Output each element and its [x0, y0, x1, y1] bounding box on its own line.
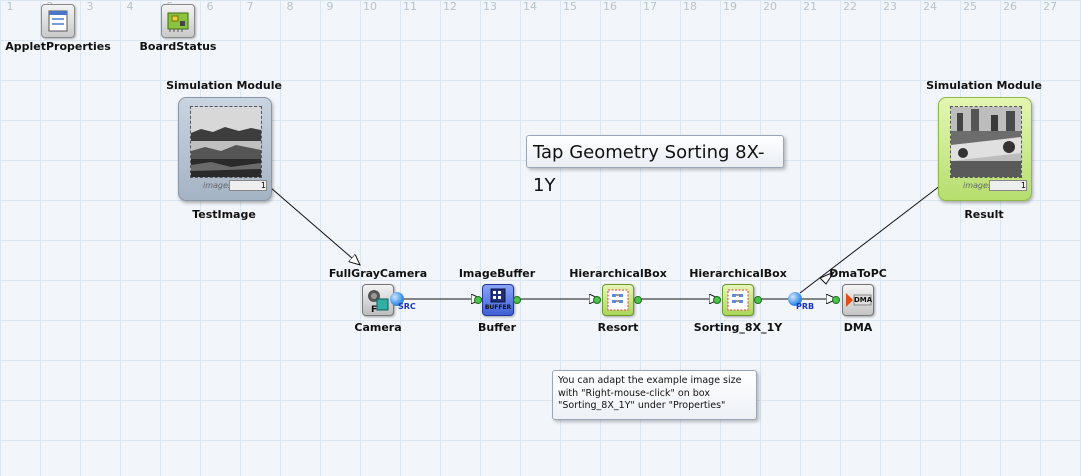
sorting-name-label: Sorting_8X_1Y — [693, 321, 783, 334]
hint-note-line: You can adapt the example image size — [558, 375, 742, 386]
resort-box[interactable] — [602, 284, 634, 316]
applet-properties-label: AppletProperties — [5, 40, 111, 53]
sorting-type-label: HierarchicalBox — [689, 267, 787, 280]
buffer-icon-text: BUFFER — [484, 304, 512, 311]
camera-src-port[interactable] — [390, 292, 404, 306]
column-number: 27 — [1043, 0, 1057, 13]
column-number: 23 — [883, 0, 897, 13]
sim-input-counter: 1 — [229, 180, 267, 191]
svg-text:F: F — [371, 305, 377, 315]
column-number: 21 — [803, 0, 817, 13]
camera-operator-icon: F — [368, 290, 389, 315]
resort-output-port[interactable] — [634, 296, 642, 304]
column-number: 7 — [246, 0, 254, 13]
column-number: 3 — [86, 0, 94, 13]
hint-note-line: "Sorting_8X_1Y" under "Properties" — [558, 400, 726, 411]
camera-operator[interactable]: F — [362, 284, 394, 316]
hierarchical-box-icon — [727, 289, 749, 311]
column-number: 26 — [1003, 0, 1017, 13]
column-number: 17 — [643, 0, 657, 13]
board-status-label: BoardStatus — [139, 40, 217, 53]
hierarchical-box-icon — [607, 289, 629, 311]
dma-prb-port[interactable] — [788, 292, 802, 306]
column-number: 19 — [723, 0, 737, 13]
column-number: 20 — [763, 0, 777, 13]
sorting-box[interactable] — [722, 284, 754, 316]
column-number: 4 — [126, 0, 134, 13]
column-number: 18 — [683, 0, 697, 13]
sim-module-output[interactable]: images # 1 — [938, 97, 1032, 201]
test-image-thumbnail — [190, 106, 262, 178]
buffer-input-port[interactable] — [474, 296, 482, 304]
column-number: 22 — [843, 0, 857, 13]
column-number: 16 — [603, 0, 617, 13]
sim-input-header: Simulation Module — [166, 79, 282, 92]
column-number: 13 — [483, 0, 497, 13]
link-testimage-camera[interactable] — [270, 187, 360, 265]
sorting-input-port[interactable] — [713, 296, 721, 304]
diagram-title[interactable]: Tap Geometry Sorting 8X-1Y — [526, 135, 784, 196]
column-number: 11 — [403, 0, 417, 13]
buffer-operator[interactable]: BUFFER — [482, 284, 514, 316]
column-number: 1 — [6, 0, 14, 13]
buffer-name-label: Buffer — [477, 321, 517, 334]
column-number: 24 — [923, 0, 937, 13]
buffer-type-label: ImageBuffer — [458, 267, 536, 280]
column-number: 25 — [963, 0, 977, 13]
sim-output-name: Result — [964, 208, 1004, 221]
column-number: 15 — [563, 0, 577, 13]
hint-note-line: with "Right-mouse-click" on box — [558, 387, 710, 399]
dma-prb-port-label: PRB — [796, 302, 815, 311]
column-number: 8 — [286, 0, 294, 13]
resort-type-label: HierarchicalBox — [569, 267, 667, 280]
column-number: 12 — [443, 0, 457, 13]
buffer-output-port[interactable] — [513, 296, 521, 304]
sim-output-counter-label: images # — [963, 181, 1002, 190]
sim-output-header: Simulation Module — [926, 79, 1042, 92]
resort-input-port[interactable] — [593, 296, 601, 304]
column-number: 6 — [206, 0, 214, 13]
column-number: 14 — [523, 0, 537, 13]
sim-output-counter: 1 — [989, 180, 1027, 191]
sorting-output-port[interactable] — [754, 296, 762, 304]
dma-name-label: DMA — [843, 321, 873, 334]
hint-note[interactable]: You can adapt the example image size wit… — [552, 370, 757, 420]
camera-name-label: Camera — [354, 321, 402, 334]
dma-input-port[interactable] — [832, 296, 840, 304]
properties-window-icon — [41, 4, 75, 38]
dma-operator-icon — [846, 293, 872, 307]
link-dma-result-arrowhead — [819, 270, 836, 285]
camera-type-label: FullGrayCamera — [328, 267, 428, 280]
column-number: 9 — [326, 0, 334, 13]
buffer-operator-icon — [490, 288, 506, 303]
result-image-thumbnail — [950, 106, 1022, 178]
camera-src-port-label: SRC — [398, 302, 416, 311]
sim-module-input[interactable]: images # 1 — [178, 97, 272, 201]
board-status-icon — [161, 4, 195, 38]
dma-type-label: DmaToPC — [829, 267, 887, 280]
sim-input-name: TestImage — [192, 208, 256, 221]
sim-input-counter-label: images # — [203, 181, 242, 190]
dma-operator[interactable]: DMA — [842, 284, 874, 316]
dma-icon-text: DMA — [854, 296, 873, 304]
column-number: 10 — [363, 0, 377, 13]
link-dma-result[interactable] — [799, 181, 946, 294]
resort-name-label: Resort — [597, 321, 639, 334]
